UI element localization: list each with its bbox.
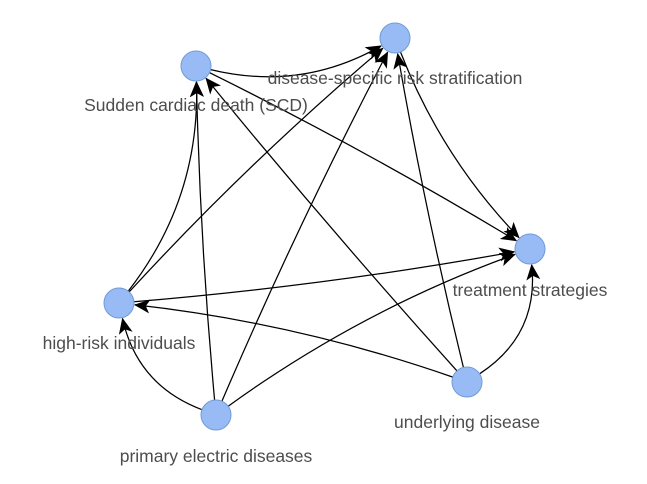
edges-layer <box>118 45 541 411</box>
edge-ud-to-ts <box>479 263 541 375</box>
node-label-scd: Sudden cardiac death (SCD) <box>84 95 308 115</box>
node-dsrs[interactable] <box>379 22 411 54</box>
edge-ud-to-dsrs <box>393 52 465 368</box>
edge-ped-to-hri <box>118 317 203 411</box>
edge-ped-to-scd <box>189 81 216 401</box>
edge-scd-to-ts <box>209 72 518 242</box>
edge-ped-to-ts <box>227 252 516 407</box>
edge-hri-to-ts <box>133 247 516 303</box>
node-label-hri: high-risk individuals <box>43 333 196 353</box>
labels-layer: Sudden cardiac death (SCD) disease-speci… <box>43 68 608 466</box>
edge-ud-to-scd <box>205 77 458 372</box>
edge-ped-to-dsrs <box>221 51 389 402</box>
node-label-dsrs: disease-specific risk stratification <box>268 68 523 88</box>
node-scd[interactable] <box>180 50 212 82</box>
edge-ud-to-hri <box>133 299 454 378</box>
nodes-layer <box>103 22 546 431</box>
node-label-ud: underlying disease <box>394 412 540 432</box>
edge-dsrs-to-ts <box>399 51 520 239</box>
edge-scd-to-dsrs <box>210 45 382 78</box>
node-hri[interactable] <box>103 287 135 319</box>
node-ud[interactable] <box>451 366 483 398</box>
node-label-ped: primary electric diseases <box>120 446 313 466</box>
node-ts[interactable] <box>514 233 546 265</box>
edge-hri-to-scd <box>127 81 204 292</box>
node-ped[interactable] <box>200 399 232 431</box>
edge-hri-to-dsrs <box>128 47 384 293</box>
node-label-ts: treatment strategies <box>453 280 608 300</box>
